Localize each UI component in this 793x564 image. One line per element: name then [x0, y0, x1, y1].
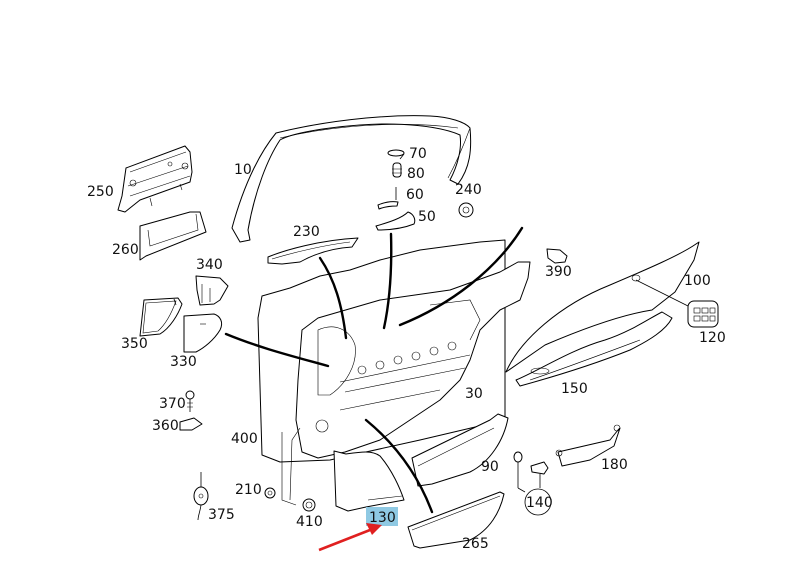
- label-240[interactable]: 240: [455, 182, 482, 198]
- part-90-door-pocket[interactable]: [411, 413, 509, 487]
- label-100[interactable]: 100: [684, 273, 711, 289]
- part-230-trim-strip[interactable]: [267, 237, 359, 265]
- label-10[interactable]: 10: [234, 162, 252, 178]
- part-370-screw[interactable]: [185, 390, 195, 412]
- part-labels: 10 70 80 60 50 240 250 260 230 340 350 3…: [87, 146, 726, 552]
- label-265[interactable]: 265: [462, 536, 489, 552]
- part-140-screw-set[interactable]: [513, 451, 549, 493]
- arrow-330-to-panel: [224, 332, 330, 368]
- label-400[interactable]: 400: [231, 431, 258, 447]
- label-120[interactable]: 120: [699, 330, 726, 346]
- part-70-clip[interactable]: [387, 149, 405, 157]
- part-60-screw[interactable]: [377, 187, 399, 210]
- label-70[interactable]: 70: [409, 146, 427, 162]
- part-180-bracket[interactable]: [555, 424, 621, 467]
- part-330-cover[interactable]: [183, 313, 223, 353]
- part-340-bracket[interactable]: [195, 275, 229, 306]
- part-10-window-frame-trim[interactable]: [231, 115, 472, 243]
- callout-circle-140: [524, 488, 552, 516]
- part-130-lower-trim[interactable]: [333, 450, 405, 512]
- red-pointer-arrow: [318, 523, 382, 552]
- part-260-panel[interactable]: [139, 211, 207, 261]
- label-250[interactable]: 250: [87, 184, 114, 200]
- part-265-lower-pocket[interactable]: [407, 491, 505, 549]
- label-340[interactable]: 340: [196, 257, 223, 273]
- label-260[interactable]: 260: [112, 242, 139, 258]
- label-50[interactable]: 50: [418, 209, 436, 225]
- arrow-50-to-panel: [382, 232, 393, 330]
- part-150-armrest[interactable]: [515, 311, 673, 387]
- arrow-100-to-panel: [398, 226, 524, 327]
- part-375-grommet[interactable]: [193, 472, 209, 521]
- label-330[interactable]: 330: [170, 354, 197, 370]
- part-350-seal[interactable]: [139, 297, 183, 337]
- label-360[interactable]: 360: [152, 418, 179, 434]
- label-30[interactable]: 30: [465, 386, 483, 402]
- part-50-door-handle[interactable]: [375, 211, 416, 231]
- label-90[interactable]: 90: [481, 459, 499, 475]
- label-80[interactable]: 80: [407, 166, 425, 182]
- label-350[interactable]: 350: [121, 336, 148, 352]
- label-370[interactable]: 370: [159, 396, 186, 412]
- label-180[interactable]: 180: [601, 457, 628, 473]
- part-390-clip[interactable]: [546, 248, 568, 264]
- assembly-arrows: [224, 226, 524, 514]
- part-210-nut[interactable]: [264, 487, 276, 499]
- label-210[interactable]: 210: [235, 482, 262, 498]
- label-150[interactable]: 150: [561, 381, 588, 397]
- highlight-box-130: [366, 507, 398, 526]
- label-130[interactable]: 130: [369, 510, 396, 526]
- leader-lines: [173, 153, 405, 306]
- label-390[interactable]: 390: [545, 264, 572, 280]
- arrow-265-to-panel: [364, 418, 434, 514]
- part-410-plug[interactable]: [302, 498, 316, 512]
- label-60[interactable]: 60: [406, 187, 424, 203]
- label-375[interactable]: 375: [208, 507, 235, 523]
- part-360-clip[interactable]: [179, 417, 203, 431]
- label-140[interactable]: 140: [526, 495, 553, 511]
- part-80-plug[interactable]: [392, 162, 402, 178]
- part-240-cap[interactable]: [458, 202, 474, 218]
- label-410[interactable]: 410: [296, 514, 323, 530]
- part-120-window-switch[interactable]: [687, 300, 719, 328]
- part-250-bracket-mechanism[interactable]: [117, 145, 193, 213]
- label-230[interactable]: 230: [293, 224, 320, 240]
- arrow-230-to-panel: [318, 256, 348, 340]
- part-100-upper-trim[interactable]: [505, 241, 700, 373]
